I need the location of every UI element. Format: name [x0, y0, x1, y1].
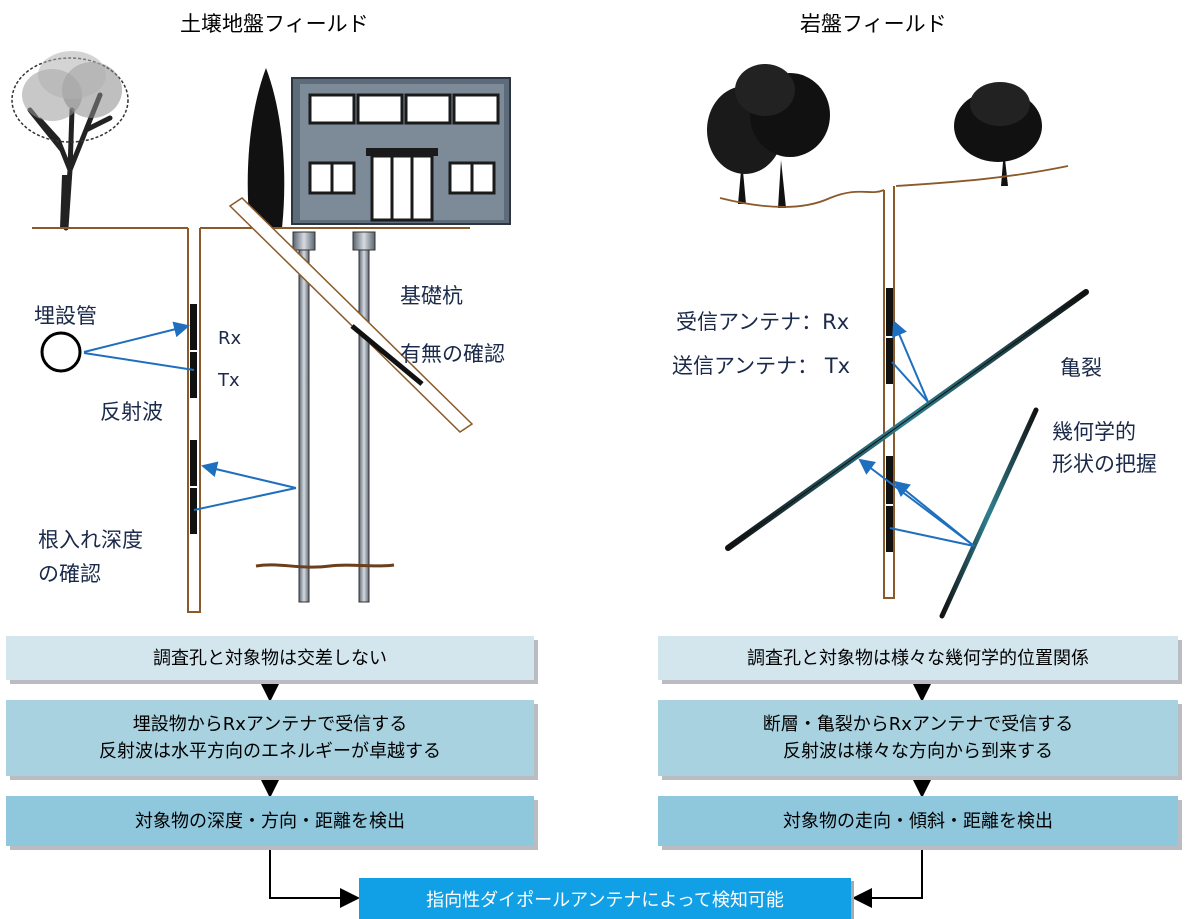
soil-field-title: 土壌地盤フィールド [180, 12, 369, 36]
flow-right-step2: 断層・亀裂からRxアンテナで受信する 反射波は様々な方向から到来する [658, 700, 1178, 776]
ground-line-right [719, 165, 1069, 208]
reflected-wave-right [858, 320, 975, 547]
buried-pipe-icon [40, 331, 82, 373]
reflected-wave-left [83, 321, 297, 511]
crack-secondary [939, 407, 1039, 619]
inclined-borehole [228, 197, 474, 433]
rx-antenna-right-lower [886, 456, 893, 504]
flow-connectors [260, 680, 932, 908]
pile-label-line1: 基礎杭 [400, 284, 463, 308]
flow-left-step1: 調査孔と対象物は交差しない [6, 636, 534, 680]
rock-field-title: 岩盤フィールド [800, 12, 947, 36]
deciduous-tree-icon [11, 51, 129, 231]
depth-label-line1: 根入れ深度 [38, 528, 143, 552]
tx-antenna-left [190, 352, 197, 398]
rx-antenna-lower [190, 440, 197, 486]
conclusion-text: 指向性ダイポールアンテナによって検知可能 [426, 889, 784, 911]
tx-label: Tx [218, 370, 240, 391]
reflected-wave-label: 反射波 [100, 400, 163, 424]
flow-right-step2-line1: 断層・亀裂からRxアンテナで受信する [762, 714, 1074, 735]
conclusion-box: 指向性ダイポールアンテナによって検知可能 [359, 878, 851, 919]
borehole-left [187, 228, 201, 613]
flow-left-step2: 埋設物からRxアンテナで受信する 反射波は水平方向のエネルギーが卓越する [6, 700, 534, 776]
tx-antenna-right [886, 338, 893, 384]
flow-left-step3-text: 対象物の深度・方向・距離を検出 [135, 810, 405, 832]
crack-main-core [727, 291, 1087, 549]
flow-right-step3-text: 対象物の走向・傾斜・距離を検出 [783, 810, 1053, 832]
flow-left-step3: 対象物の深度・方向・距離を検出 [6, 796, 534, 846]
flow-right-step3: 対象物の走向・傾斜・距離を検出 [658, 796, 1178, 846]
foundation-piles [292, 231, 376, 603]
forest-tree-icon [707, 64, 1042, 208]
geometry-label-line2: 形状の把握 [1052, 452, 1157, 476]
rx-label: Rx [218, 328, 242, 349]
flow-right-step1: 調査孔と対象物は様々な幾何学的位置関係 [658, 636, 1178, 680]
geometry-label-line1: 幾何学的 [1052, 420, 1136, 444]
tx-antenna-label: 送信アンテナ： Tx [672, 354, 851, 378]
borehole-right [883, 186, 895, 599]
rx-antenna-left [190, 304, 197, 350]
flow-right-step2-line2: 反射波は様々な方向から到来する [783, 741, 1053, 762]
crack-label: 亀裂 [1060, 356, 1102, 380]
cypress-tree-icon [247, 68, 285, 228]
rx-antenna-label: 受信アンテナ：Rx [676, 310, 850, 334]
rx-antenna-right [886, 288, 893, 336]
inclined-antenna [350, 324, 424, 386]
depth-label-line2: の確認 [38, 562, 101, 586]
tx-antenna-lower [190, 488, 197, 534]
flow-left-step2-line1: 埋設物からRxアンテナで受信する [132, 714, 408, 735]
bedrock-line [255, 563, 395, 569]
pile-label-line2: 有無の確認 [400, 342, 505, 366]
flow-right-step1-text: 調査孔と対象物は様々な幾何学的位置関係 [747, 647, 1089, 669]
flow-left-step2-line2: 反射波は水平方向のエネルギーが卓越する [99, 741, 441, 762]
tx-antenna-right-lower [886, 506, 893, 552]
buried-pipe-label: 埋設管 [34, 304, 97, 328]
flow-left-step1-text: 調査孔と対象物は交差しない [153, 647, 387, 669]
building-icon [291, 77, 511, 225]
